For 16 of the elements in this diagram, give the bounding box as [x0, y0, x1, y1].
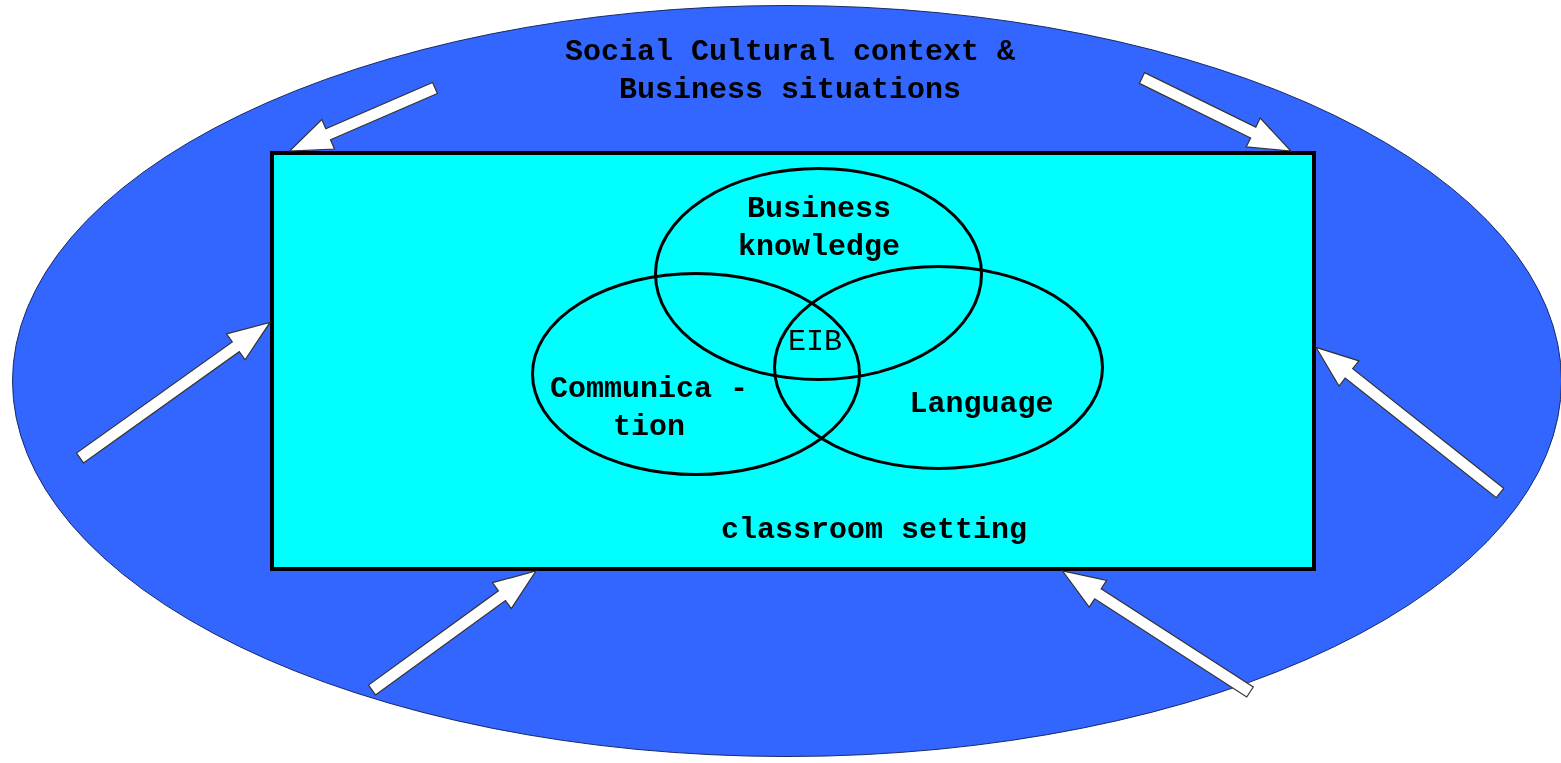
classroom-box [270, 151, 1316, 571]
block-arrow [1314, 346, 1505, 499]
circle-label: Business knowledge [737, 191, 901, 266]
venn-circle [531, 272, 861, 476]
context-ellipse [12, 5, 1561, 757]
block-arrow [1061, 570, 1255, 698]
circle-label: Language [908, 386, 1055, 423]
block-arrow [75, 321, 272, 464]
box-label: classroom setting [719, 512, 1029, 549]
venn-circle [773, 265, 1104, 470]
circle-label: Communica -tion [549, 371, 749, 446]
block-arrow [288, 81, 439, 152]
overlap-label: EIB [787, 324, 843, 361]
block-arrow [367, 570, 538, 696]
block-arrow [1138, 71, 1293, 152]
context-title: Social Cultural context & Business situations [563, 34, 1017, 109]
